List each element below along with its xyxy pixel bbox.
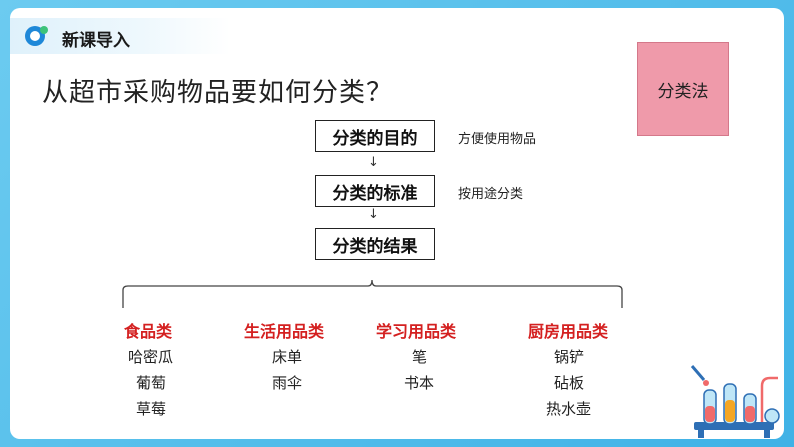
down-arrow-icon: ↓	[368, 155, 379, 170]
category-item: 草莓	[136, 400, 167, 418]
category-title-kitchen: 厨房用品类	[528, 322, 609, 341]
category-item: 哈密瓜	[128, 348, 174, 366]
step-result-box: 分类的结果	[315, 228, 435, 260]
category-item: 葡萄	[136, 374, 167, 392]
category-item: 锅铲	[554, 348, 585, 366]
category-item: 砧板	[554, 374, 585, 392]
step-purpose-box: 分类的目的	[315, 120, 435, 152]
category-item: 书本	[404, 374, 435, 392]
section-title: 新课导入	[62, 31, 130, 51]
category-title-study: 学习用品类	[376, 322, 457, 341]
classification-tag: 分类法	[637, 42, 729, 136]
question-heading: 从超市采购物品要如何分类？	[42, 78, 394, 108]
lab-equipment-icon	[690, 365, 780, 438]
category-item: 热水壶	[546, 400, 592, 418]
category-brace	[122, 279, 623, 308]
down-arrow-icon: ↓	[368, 207, 379, 222]
category-title-daily: 生活用品类	[244, 322, 325, 341]
slide: 新课导入 从超市采购物品要如何分类？ 分类法 分类的目的 方便使用物品 ↓ 分类…	[10, 8, 784, 439]
step-purpose-note: 方便使用物品	[458, 132, 537, 147]
step-standard-note: 按用途分类	[458, 187, 524, 202]
category-item: 雨伞	[272, 374, 303, 392]
header-strip	[10, 18, 230, 54]
logo-icon	[25, 26, 48, 46]
category-title-food: 食品类	[124, 322, 173, 341]
category-item: 床单	[272, 348, 303, 366]
step-standard-box: 分类的标准	[315, 175, 435, 207]
category-item: 笔	[412, 348, 428, 366]
